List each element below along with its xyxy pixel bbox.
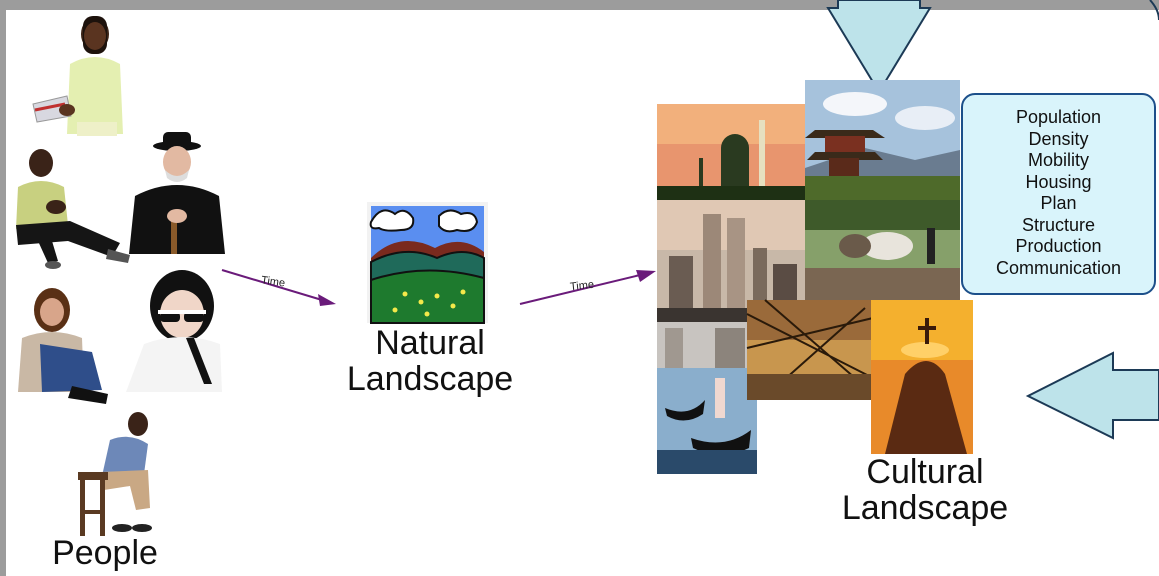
time-label-2: Time [569, 278, 595, 294]
man-on-stool-illustration [78, 412, 152, 536]
person-sitting-illustration [16, 149, 130, 269]
factor-production: Production [1015, 236, 1102, 256]
cultural-label-line-2: Landscape [841, 488, 1009, 527]
factor-mobility: Mobility [1027, 150, 1089, 170]
venice-gondola-photo [657, 322, 757, 474]
fishing-nets-photo [746, 299, 874, 400]
cultural-collage [657, 80, 973, 474]
natural-label-line-2: Landscape [346, 359, 514, 398]
woman-sitting-illustration [18, 288, 108, 404]
natural-label-line-1: Natural [375, 324, 485, 362]
factor-housing: Housing [1025, 171, 1092, 192]
factor-structure: Structure [1021, 214, 1096, 235]
factor-density: Density [1028, 128, 1089, 149]
cultural-factors-box: Population Density Mobility Housing Plan… [961, 93, 1156, 295]
cultural-label-line-1: Cultural [866, 453, 984, 491]
elderly-man-illustration [129, 132, 225, 254]
mosque-photo [657, 104, 805, 200]
natural-landscape-label: Natural Landscape [330, 324, 530, 398]
person-reading-illustration [32, 16, 123, 136]
pagoda-photo [805, 80, 960, 200]
cultural-landscape-label: Cultural Landscape [820, 453, 1030, 527]
natural-landscape-illustration [367, 202, 488, 324]
church-sunset-photo [871, 300, 973, 454]
ox-plowing-photo [805, 200, 960, 300]
factor-communication: Communication [995, 257, 1122, 278]
woman-sunglasses-illustration [126, 270, 222, 392]
factor-plan: Plan [1040, 193, 1077, 213]
people-label: People [52, 534, 158, 572]
factor-population: Population [1015, 107, 1102, 127]
